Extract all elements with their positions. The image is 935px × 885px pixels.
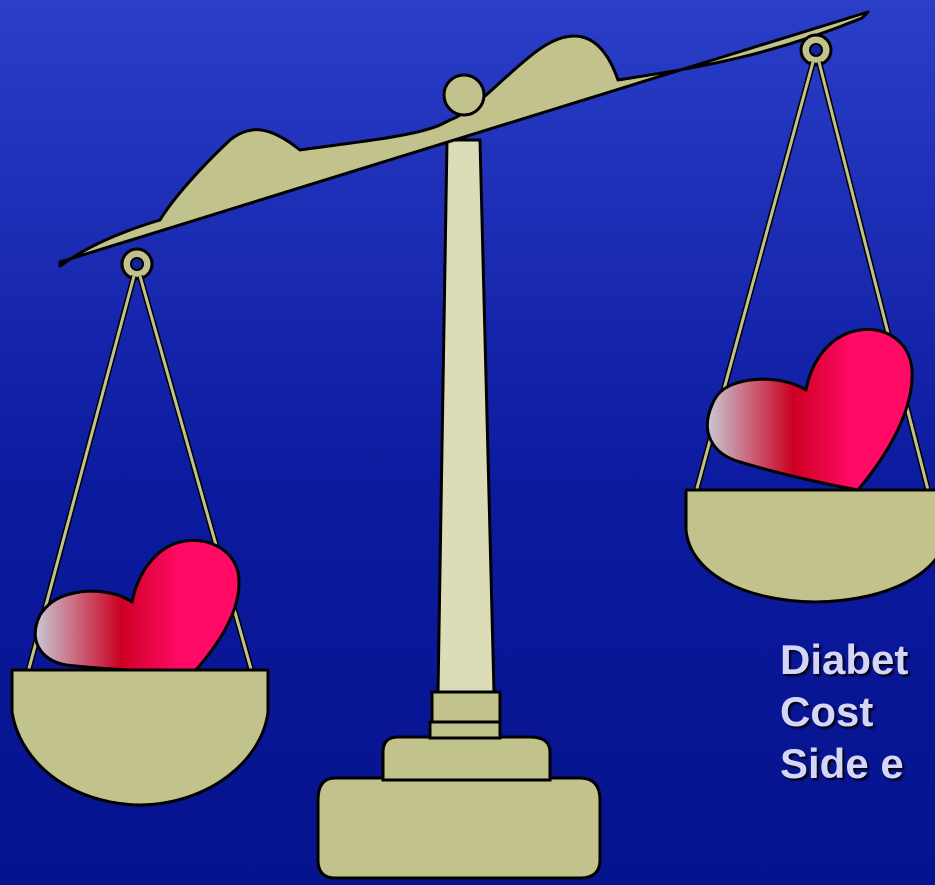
scale-base [318, 722, 600, 878]
right-pan [686, 490, 935, 602]
factor-side-effects: Side e [780, 738, 908, 790]
pillar-collar [432, 692, 500, 722]
right-heart-icon [707, 329, 912, 490]
factor-cost: Cost [780, 686, 908, 738]
left-pan [12, 670, 268, 805]
factor-diabetes: Diabet [780, 634, 908, 686]
pivot-knob [444, 75, 484, 115]
factor-list: Diabet Cost Side e [780, 634, 908, 790]
left-heart-icon [35, 540, 239, 670]
scale-pillar [438, 140, 494, 692]
